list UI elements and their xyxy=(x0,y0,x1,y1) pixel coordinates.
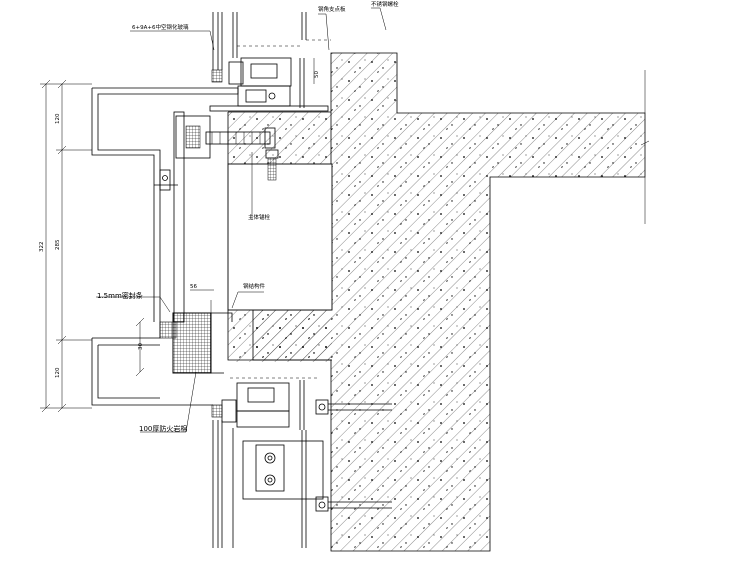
dimension-lines xyxy=(40,58,315,413)
anchor-bolts-lower xyxy=(318,403,392,509)
anchor-label: 主体锚栓 xyxy=(248,213,271,221)
sealant-label: 1.5mm密封条 xyxy=(97,291,143,300)
concrete-slab xyxy=(227,52,650,552)
annotations: 6+9A+6中空钢化玻璃 钢角支点板 不锈钢螺栓 主体锚栓 钢结构件 1.5mm… xyxy=(39,0,399,433)
fire-label: 100厚防火岩棉 xyxy=(139,424,187,433)
upper-mullion-profile xyxy=(209,57,329,112)
fire-insulation-block xyxy=(159,300,233,374)
lower-glass-panel xyxy=(212,420,307,548)
anchor-bracket xyxy=(175,115,279,181)
embedded-plate xyxy=(242,399,329,512)
dim-bottom-a: 56 xyxy=(190,284,197,290)
dim-right-top: 50 xyxy=(314,71,320,78)
steel-member-label: 钢结构件 xyxy=(243,282,266,290)
top-mid-label: 钢角支点板 xyxy=(318,5,346,13)
dim-bottom-b: 30 xyxy=(138,343,144,350)
upper-glass-panel xyxy=(212,12,331,70)
leader-lines xyxy=(96,7,387,433)
glass-spec-label: 6+9A+6中空钢化玻璃 xyxy=(132,23,189,31)
top-right-label: 不锈钢螺栓 xyxy=(371,0,399,8)
dim-left-top: 120 xyxy=(55,113,61,124)
cladding-frame-lower xyxy=(91,322,213,406)
lower-mullion-profile xyxy=(211,377,320,430)
dim-left-bottom: 120 xyxy=(55,367,61,378)
dim-left-total: 322 xyxy=(39,242,45,253)
dim-left-mid: 285 xyxy=(55,239,61,250)
cladding-frame-upper xyxy=(91,87,239,323)
